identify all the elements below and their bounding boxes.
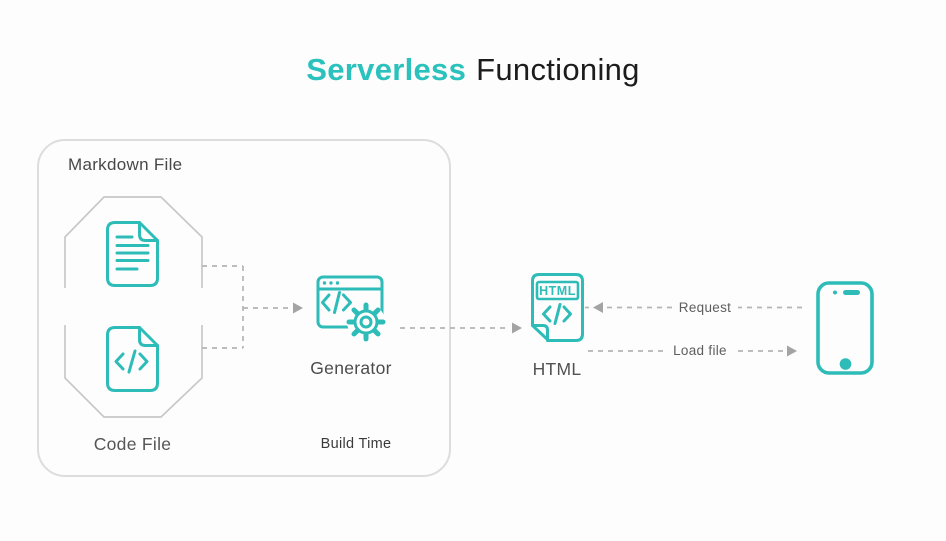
html-icon-text: HTML <box>539 284 576 298</box>
html-label: HTML <box>532 359 582 379</box>
load-file-label-text: Load file <box>666 343 734 358</box>
octagon-outline-bottom <box>64 325 203 418</box>
connector-request <box>585 302 806 313</box>
arrowhead-request-left <box>593 302 603 313</box>
page-title: Serverless Functioning <box>0 52 946 88</box>
arrowhead-to-html <box>512 322 522 334</box>
octagon-outline-top <box>64 196 203 288</box>
request-label-text: Request <box>671 300 739 315</box>
code-file-icon <box>106 326 159 392</box>
load-file-edge-label: Load file <box>600 343 800 358</box>
build-time-label: Build Time <box>320 436 392 452</box>
generator-label: Generator <box>310 358 392 378</box>
connector-load-file <box>588 345 797 357</box>
code-file-label: Code File <box>93 434 172 454</box>
generator-icon <box>316 275 386 342</box>
html-file-icon: HTML <box>531 273 584 342</box>
phone-icon <box>816 281 874 375</box>
build-time-container <box>37 139 451 477</box>
markdown-file-heading: Markdown File <box>68 155 183 174</box>
title-rest: Functioning <box>476 52 640 87</box>
markdown-document-icon <box>106 221 159 287</box>
connector-generator-to-html <box>400 322 522 334</box>
request-edge-label: Request <box>605 300 805 315</box>
connector-files-to-generator <box>202 265 303 349</box>
arrowhead-to-generator <box>293 302 303 314</box>
gear-icon <box>346 302 386 342</box>
title-highlight: Serverless <box>306 52 467 87</box>
arrowhead-load-file-right <box>787 345 797 357</box>
